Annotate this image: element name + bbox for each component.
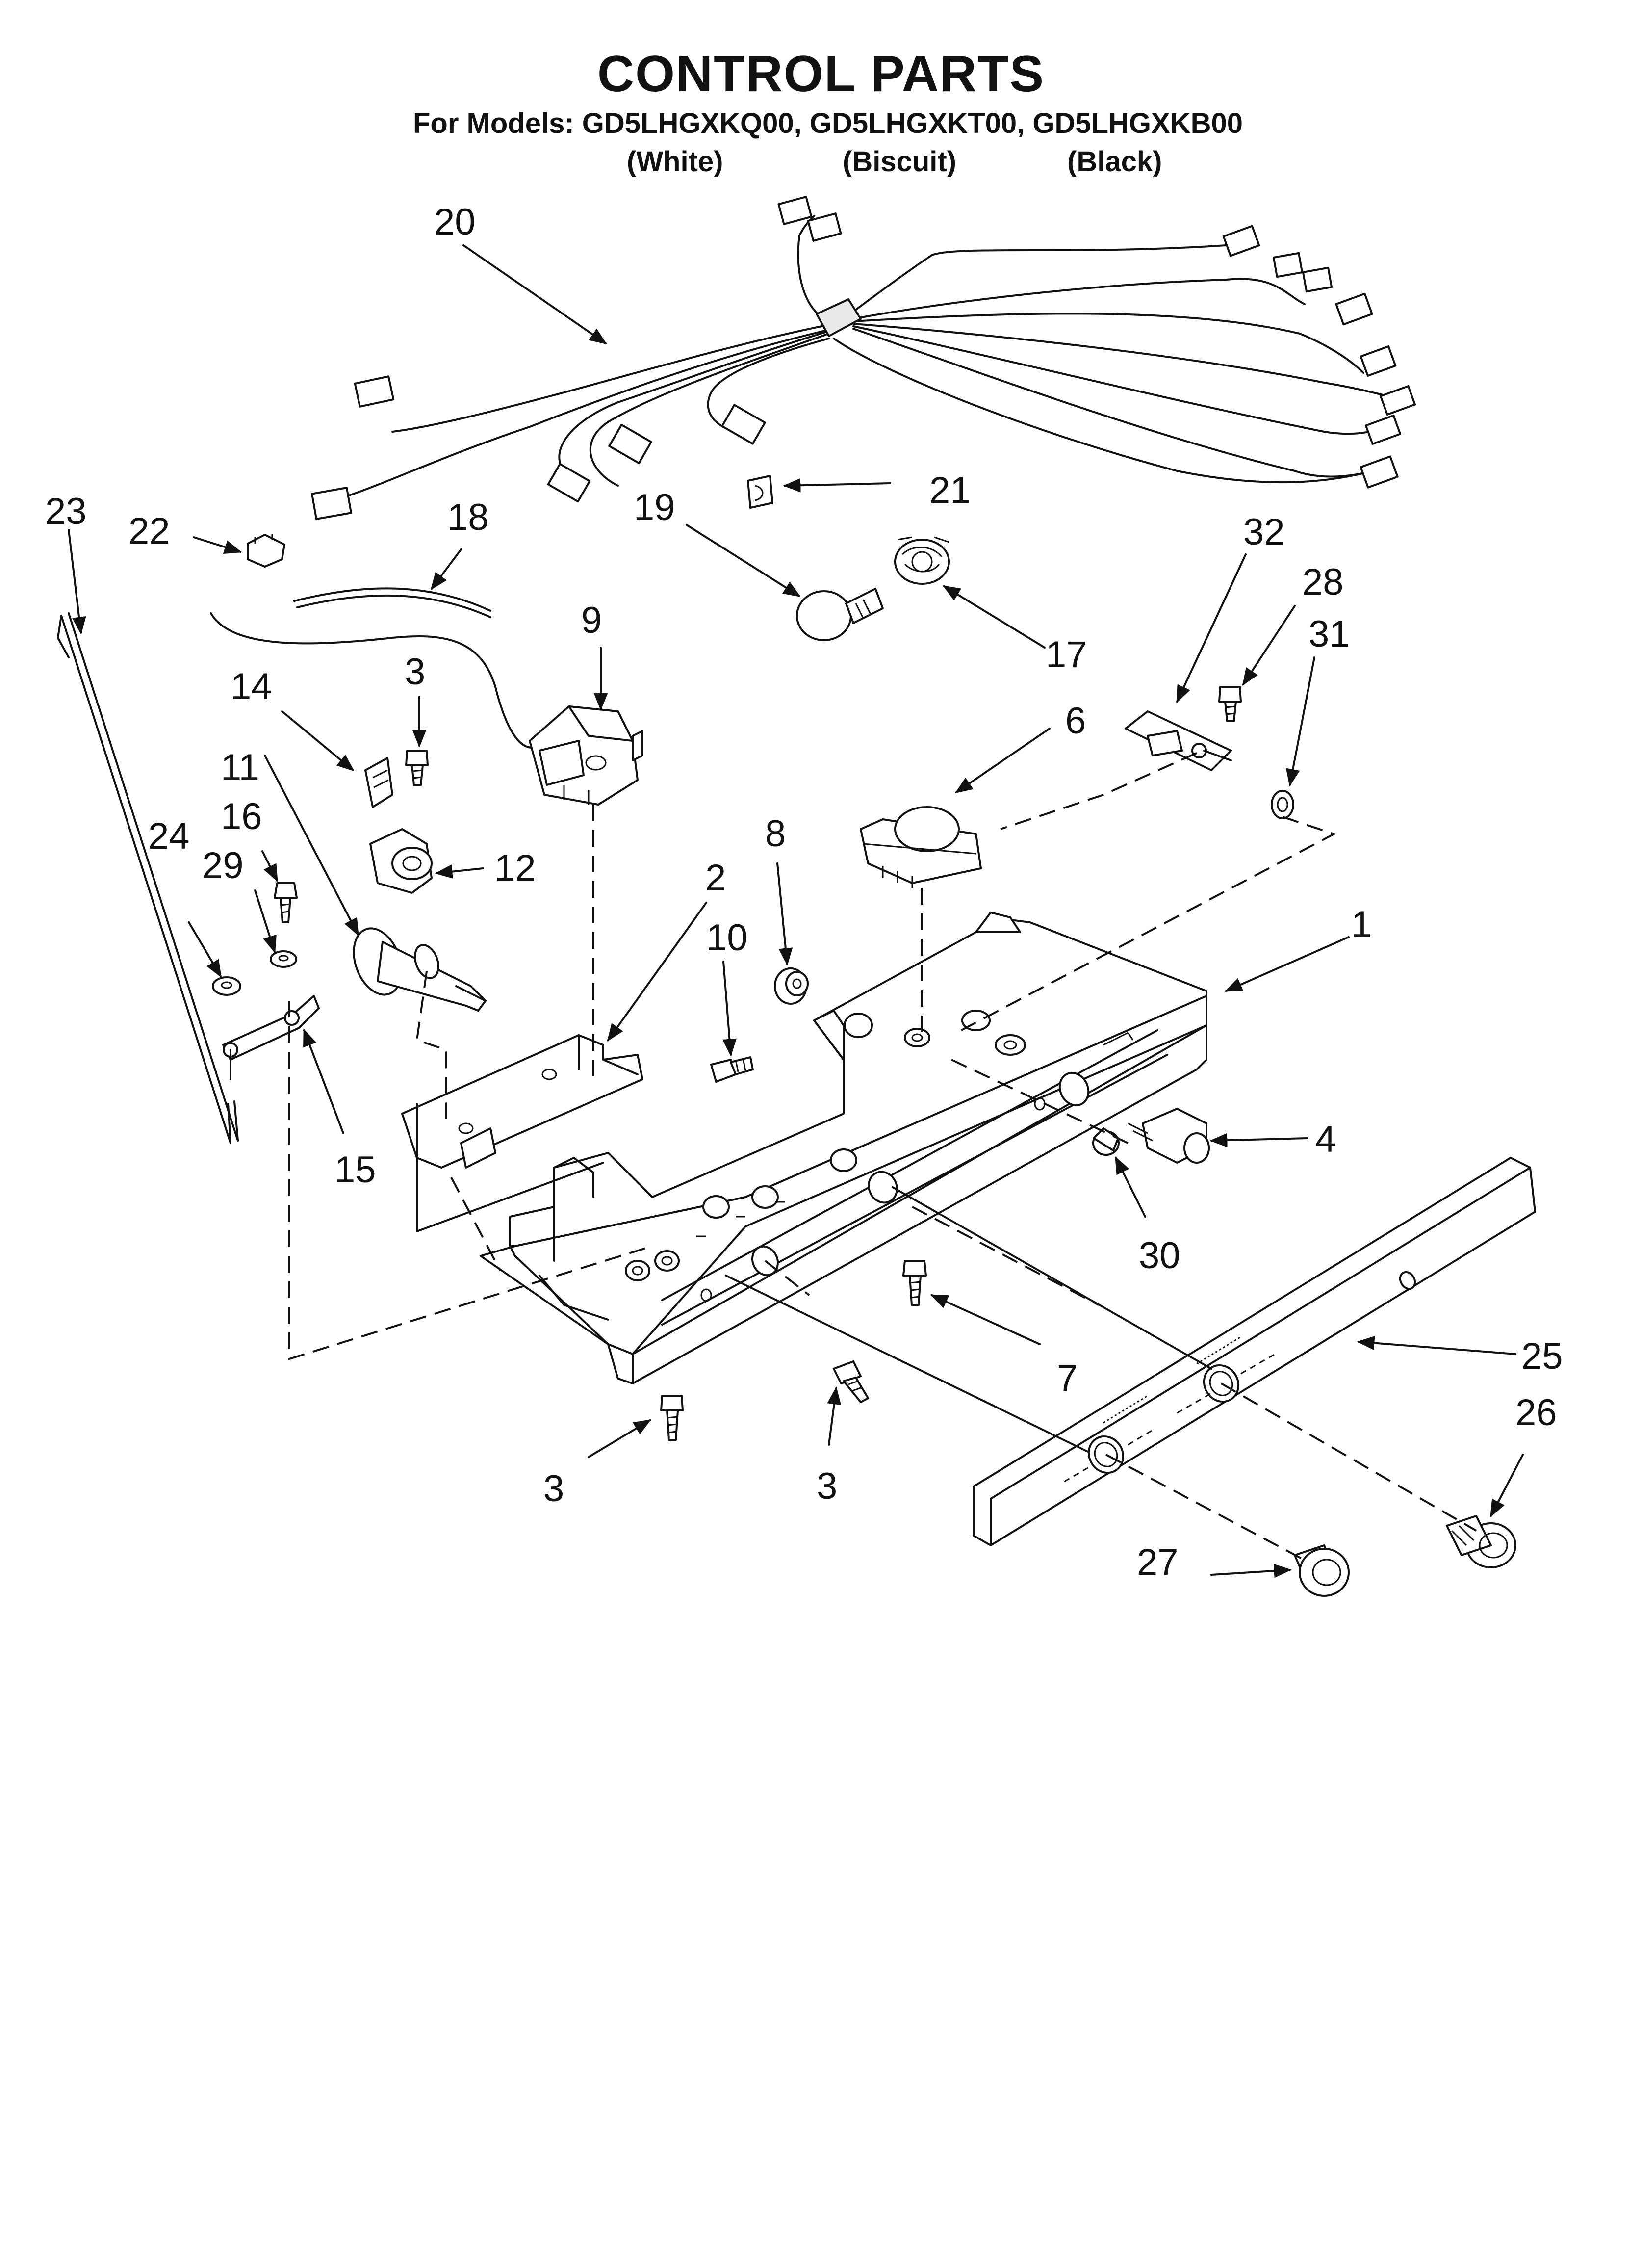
bracket-2 — [401, 1034, 643, 1169]
callout-2: 2 — [705, 857, 726, 899]
callout-14: 14 — [231, 666, 272, 707]
screw-7 — [902, 1260, 927, 1306]
lamp-socket-17 — [894, 536, 950, 585]
thermostat-9 — [529, 705, 643, 806]
wire-harness — [311, 196, 1416, 520]
callout-3-top: 3 — [405, 651, 425, 693]
callout-24: 24 — [148, 815, 190, 857]
defrost-timer-6 — [860, 806, 982, 888]
callout-25: 25 — [1521, 1335, 1563, 1377]
callout-4: 4 — [1315, 1119, 1336, 1160]
ring-31 — [1271, 790, 1294, 819]
knob-27 — [1294, 1544, 1350, 1597]
model-list: For Models: GD5LHGXKQ00, GD5LHGXKT00, GD… — [413, 107, 1243, 139]
callout-23: 23 — [45, 491, 87, 532]
callout-18: 18 — [447, 496, 489, 538]
callout-27: 27 — [1137, 1541, 1179, 1583]
clip-22 — [247, 534, 285, 568]
page-title: CONTROL PARTS — [597, 46, 1045, 103]
callout-8: 8 — [765, 813, 786, 855]
variant-biscuit: (Biscuit) — [843, 146, 956, 178]
callout-20: 20 — [434, 201, 476, 243]
callout-3-left: 3 — [543, 1468, 564, 1510]
callout-6: 6 — [1065, 700, 1086, 742]
washer-29 — [270, 950, 297, 968]
callout-9: 9 — [581, 600, 602, 641]
screw-28 — [1218, 686, 1242, 722]
callout-17: 17 — [1046, 634, 1087, 676]
callout-15: 15 — [334, 1149, 376, 1191]
washer-24 — [212, 976, 241, 996]
callout-labels: 20 21 22 23 18 19 17 32 28 31 9 6 14 3 1… — [45, 201, 1563, 1583]
callout-19: 19 — [634, 487, 675, 528]
screw-3-top — [405, 750, 429, 786]
capillary-line — [210, 612, 540, 749]
callout-26: 26 — [1515, 1392, 1557, 1434]
tube-18 — [293, 587, 491, 618]
callout-32: 32 — [1243, 511, 1285, 553]
callout-7: 7 — [1057, 1357, 1078, 1399]
callout-22: 22 — [128, 510, 170, 552]
callout-12: 12 — [494, 847, 536, 889]
switch-4 — [1128, 1108, 1210, 1164]
screw-3-lower-right — [833, 1360, 869, 1403]
assembly-guide-lines — [288, 752, 1477, 1561]
screw-16 — [274, 882, 298, 923]
knob-26 — [1446, 1515, 1516, 1568]
callout-28: 28 — [1302, 561, 1344, 603]
callout-29: 29 — [202, 845, 244, 886]
clip-14 — [364, 757, 393, 808]
callout-10: 10 — [706, 917, 748, 959]
control-panel-25 — [973, 1157, 1536, 1546]
rod-23 — [57, 612, 239, 1144]
callout-31: 31 — [1308, 613, 1350, 655]
screw-3-lower-left — [660, 1395, 684, 1441]
variant-white: (White) — [627, 146, 723, 178]
screw-10 — [710, 1056, 754, 1083]
relay-board-32 — [1125, 710, 1232, 771]
callout-30: 30 — [1139, 1235, 1180, 1277]
lever-15 — [222, 995, 320, 1080]
button-30 — [1092, 1127, 1120, 1156]
callout-3-right: 3 — [817, 1465, 837, 1507]
callout-16: 16 — [221, 796, 262, 837]
clip-21 — [747, 475, 773, 509]
bracket-12 — [369, 828, 433, 894]
callout-21: 21 — [929, 469, 971, 511]
diagram-header: CONTROL PARTS For Models: GD5LHGXKQ00, G… — [0, 0, 1642, 186]
callout-11: 11 — [221, 747, 259, 788]
leader-arrows — [68, 244, 1524, 1578]
light-bulb-19 — [796, 588, 884, 641]
thermostat-knob-shaft-11 — [353, 927, 487, 1012]
callout-1: 1 — [1351, 904, 1372, 945]
variant-black: (Black) — [1067, 146, 1162, 178]
grommet-8 — [774, 967, 809, 1005]
